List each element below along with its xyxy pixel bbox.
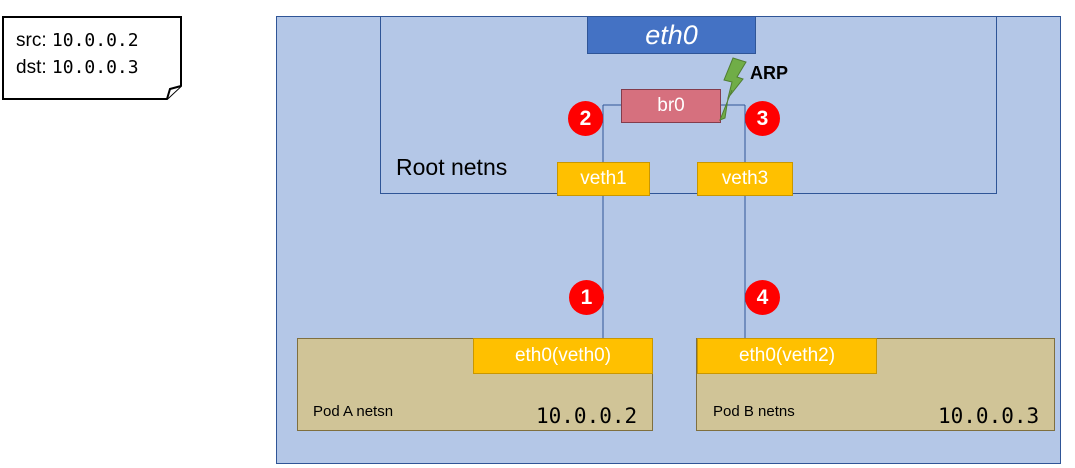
step-4-badge: 4: [745, 280, 780, 315]
dst-label: dst:: [16, 57, 47, 78]
root-netns-label: Root netns: [396, 154, 508, 180]
pod-a-iface: eth0(veth0): [473, 338, 653, 374]
pod-a-ip: 10.0.0.2: [536, 404, 638, 428]
pod-a-label: Pod A netsn: [313, 403, 394, 420]
step-1-badge: 1: [569, 280, 604, 315]
packet-dst-line: dst: 10.0.0.3: [16, 54, 139, 81]
host-eth0: eth0: [587, 16, 756, 54]
step-2-badge: 2: [568, 101, 603, 136]
veth1: veth1: [557, 162, 650, 196]
dst-ip: 10.0.0.3: [51, 57, 139, 78]
pod-b-ip: 10.0.0.3: [938, 404, 1040, 428]
pod-b-iface: eth0(veth2): [697, 338, 877, 374]
veth3: veth3: [697, 162, 793, 196]
src-ip: 10.0.0.2: [51, 30, 139, 51]
pod-b-label: Pod B netns: [713, 403, 795, 420]
bridge-br0: br0: [621, 89, 721, 123]
packet-note: [2, 16, 182, 100]
src-label: src:: [16, 30, 47, 51]
packet-src-line: src: 10.0.0.2: [16, 27, 139, 54]
step-3-badge: 3: [745, 101, 780, 136]
arp-label: ARP: [750, 63, 789, 83]
packet-note-text: src: 10.0.0.2 dst: 10.0.0.3: [16, 27, 139, 81]
